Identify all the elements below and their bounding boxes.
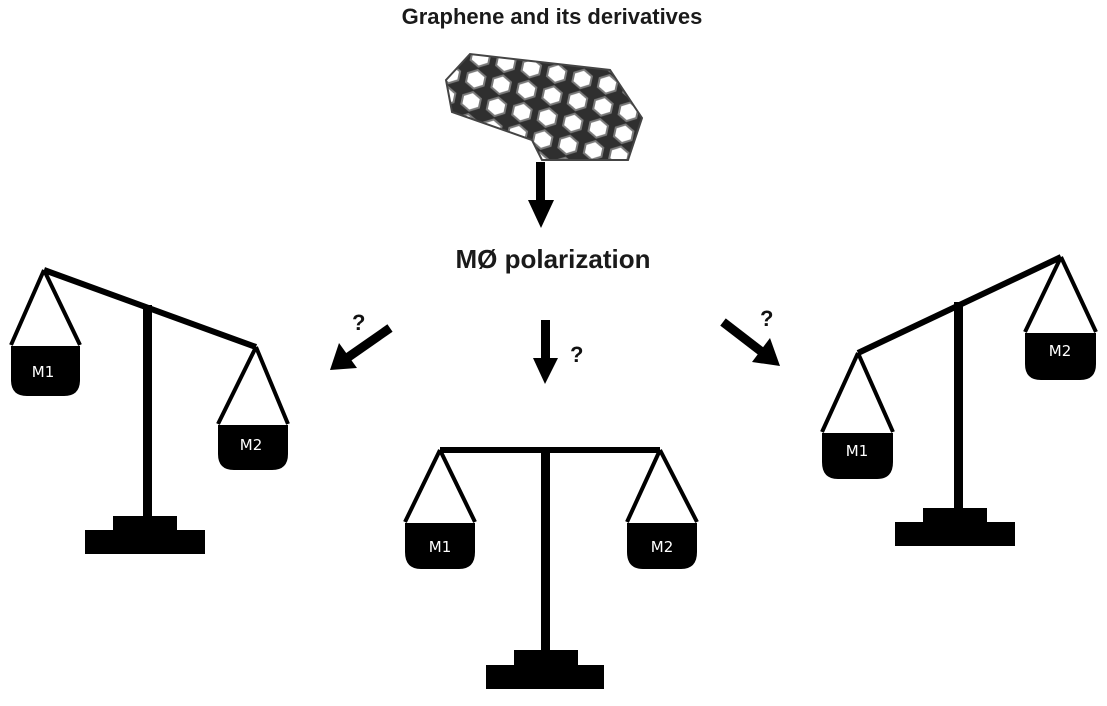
diagram-title: Graphene and its derivatives: [402, 4, 703, 29]
left-down-arrow-icon: [330, 324, 393, 370]
pan-right-m2-label: M2: [1049, 342, 1072, 360]
mo-polarization-label: MØ polarization: [456, 244, 651, 274]
down-arrow-icon: [528, 162, 554, 228]
scale-left: M1 M2: [9, 267, 290, 554]
pan-center-m2-label: M2: [651, 538, 674, 556]
center-down-arrow-icon: [533, 320, 558, 384]
pan-left-m2-label: M2: [240, 436, 263, 454]
pan-center-m1-label: M1: [429, 538, 452, 556]
graphene-sheet-icon: [444, 52, 644, 161]
scale-right: M1 M2: [820, 254, 1098, 546]
scale-center: M1 M2: [403, 447, 699, 689]
pan-right-m1-label: M1: [846, 442, 869, 460]
question-mark-center: ?: [570, 342, 583, 367]
question-mark-right: ?: [760, 306, 773, 331]
question-mark-left: ?: [352, 310, 365, 335]
right-down-arrow-icon: [720, 318, 780, 366]
pan-left-m1-label: M1: [32, 363, 55, 381]
